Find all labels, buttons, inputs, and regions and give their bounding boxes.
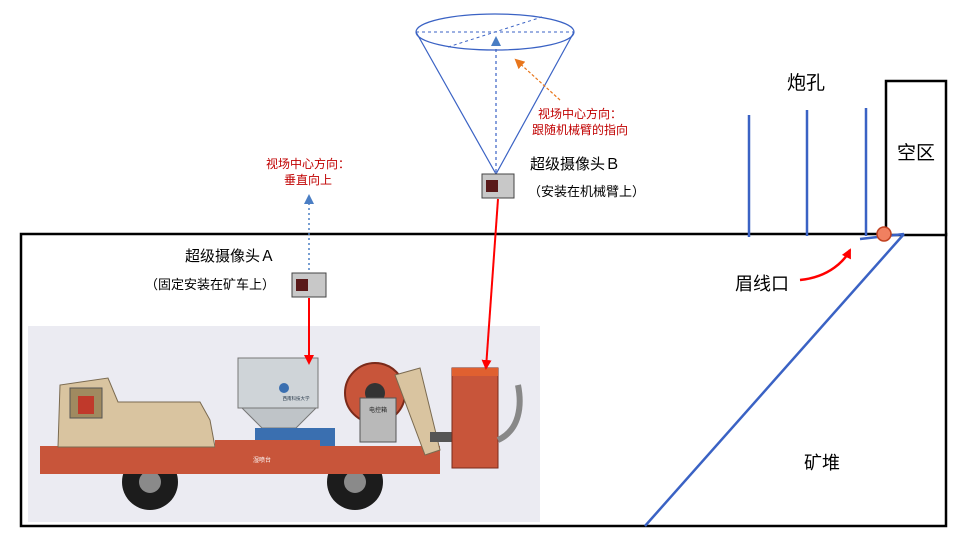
vehicle-hopper bbox=[237, 357, 319, 409]
view-cone-edge bbox=[495, 31, 575, 175]
vehicle-seat bbox=[78, 396, 94, 414]
camera-b-lens bbox=[486, 180, 498, 192]
vehicle-body-panel bbox=[215, 440, 320, 470]
ore-pile-slope bbox=[644, 233, 905, 527]
camera-b-view-label-line2: 跟随机械臂的指向 bbox=[532, 122, 628, 137]
vehicle-hose bbox=[496, 384, 523, 443]
camera-a-name: 超级摄像头Ａ bbox=[185, 247, 275, 265]
camera-b-mount-arrow bbox=[481, 198, 499, 370]
camera-b-view-label-line1: 视场中心方向： bbox=[538, 106, 622, 121]
camera-b bbox=[481, 173, 515, 199]
vehicle-boom-arm bbox=[394, 367, 441, 456]
brow-line-label: 眉线口 bbox=[735, 274, 789, 295]
camera-b-view-cone bbox=[415, 13, 575, 175]
vehicle-controller-box bbox=[359, 397, 397, 443]
controller-box-text: 电控箱 bbox=[369, 406, 387, 414]
vehicle-boom-cylinder bbox=[430, 432, 470, 442]
vehicle-nozzle-head bbox=[451, 367, 499, 469]
brow-line-marker bbox=[876, 226, 892, 242]
hopper-badge-text: 西南科技大学 bbox=[283, 395, 310, 402]
vehicle-wheel-hub bbox=[139, 471, 161, 493]
camera-a-view-label-line1: 视场中心方向： bbox=[266, 156, 350, 171]
camera-a-lens bbox=[296, 279, 308, 291]
shotcrete-vehicle-illustration: 西南科技大学 湿喷台 电控箱 bbox=[28, 326, 540, 522]
hopper-logo-icon bbox=[279, 383, 289, 393]
view-cone-edge bbox=[415, 31, 497, 175]
tunnel-outline bbox=[19, 232, 948, 528]
camera-a-mount-label: （固定安装在矿车上） bbox=[145, 277, 275, 293]
view-cone-diameter bbox=[447, 16, 543, 48]
void-zone-box bbox=[884, 79, 948, 237]
camera-a bbox=[291, 272, 327, 298]
void-zone-label: 空区 bbox=[897, 142, 935, 164]
camera-b-orientation-arrow bbox=[514, 58, 561, 101]
body-panel-text: 湿喷台 bbox=[253, 456, 271, 464]
brow-line-arrow bbox=[799, 248, 852, 282]
camera-b-mount-label: （安装在机械臂上） bbox=[528, 185, 645, 200]
blast-holes-label: 炮孔 bbox=[787, 72, 825, 94]
vehicle-nozzle-top bbox=[452, 368, 498, 376]
camera-b-name: 超级摄像头Ｂ bbox=[530, 155, 620, 173]
vehicle-wheel-hub bbox=[344, 471, 366, 493]
blast-holes bbox=[747, 108, 868, 237]
ore-pile-label: 矿堆 bbox=[804, 453, 840, 474]
camera-a-view-label-line2: 垂直向上 bbox=[284, 172, 332, 187]
